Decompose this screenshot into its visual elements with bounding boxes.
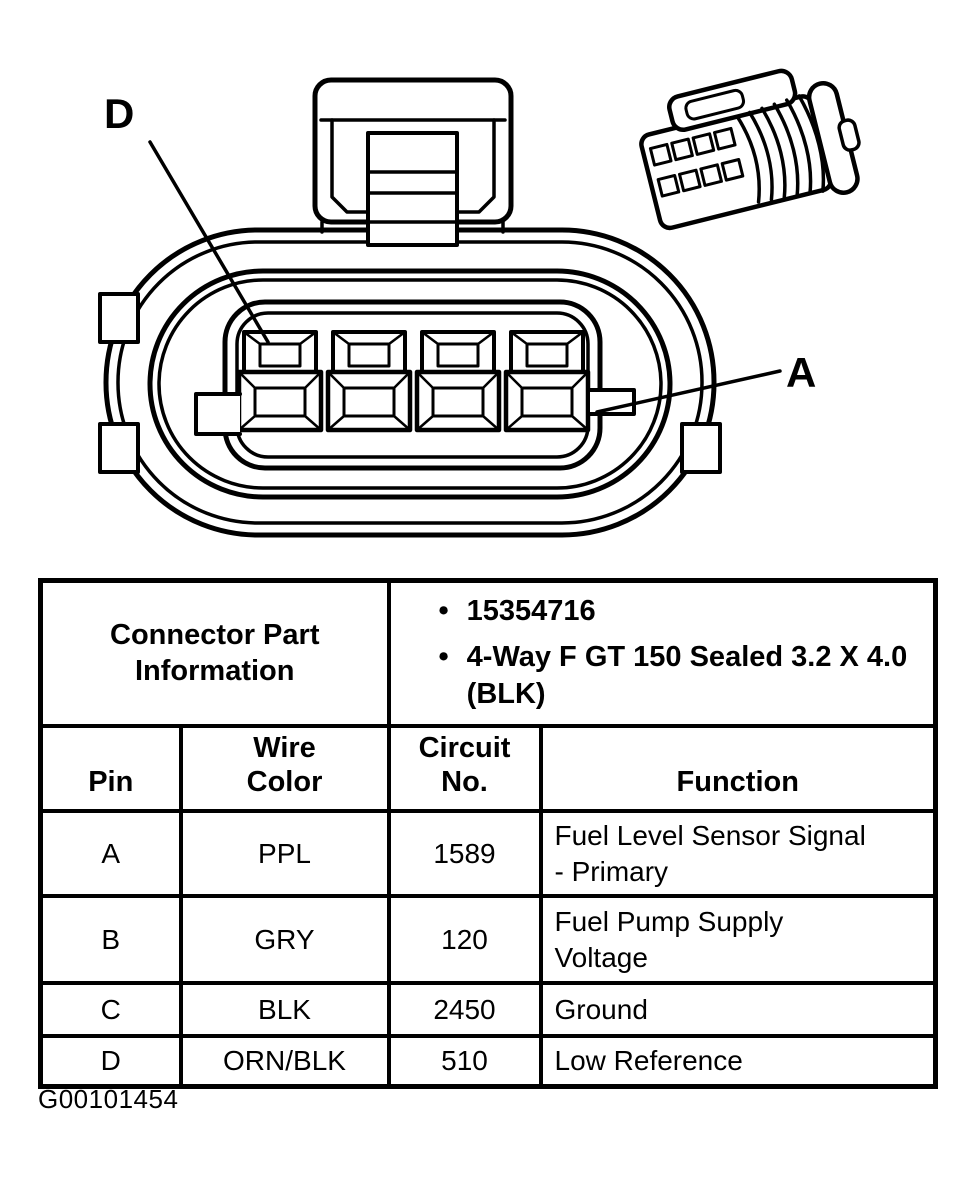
wire-color-cell: BLK <box>178 981 391 1039</box>
left-key-tab <box>194 392 242 436</box>
wire-color-cell: PPL <box>178 809 391 899</box>
latch-tab <box>312 77 514 247</box>
bullet-icon: • <box>438 595 449 627</box>
column-header-row: Pin Wire Color Circuit No. Function <box>38 724 938 814</box>
function-cell: Fuel Level Sensor Signal - Primary <box>538 809 938 899</box>
3d-seal-ribs <box>735 94 826 204</box>
bullet-icon: • <box>438 640 449 673</box>
wire-color-cell: GRY <box>178 894 391 986</box>
circuit-no-cell: 510 <box>386 1034 543 1089</box>
circuit-no-cell: 1589 <box>386 809 543 899</box>
terminal-d-label: D <box>104 90 134 137</box>
terminal-cavity-a <box>503 330 591 433</box>
function-cell: Low Reference <box>538 1034 938 1089</box>
column-header-function: Function <box>538 724 938 814</box>
pin-cell: B <box>38 894 183 986</box>
table-row-pin-c: C BLK 2450 Ground <box>38 981 938 1039</box>
part-info-details-cell: • 15354716 • 4-Way F GT 150 Sealed 3.2 X… <box>386 578 938 729</box>
part-info-row: Connector Part Information • 15354716 • … <box>38 578 938 729</box>
part-info-title: Connector Part Information <box>110 619 320 687</box>
pin-cell: C <box>38 981 183 1039</box>
circuit-no-cell: 2450 <box>386 981 543 1039</box>
connector-3d-view <box>639 68 861 231</box>
pin-cell: A <box>38 809 183 899</box>
terminal-a-label: A <box>786 349 816 396</box>
3d-end-nub <box>837 118 861 152</box>
part-description: 4-Way F GT 150 Sealed 3.2 X 4.0 (BLK) <box>466 640 908 711</box>
table-row-pin-a: A PPL 1589 Fuel Level Sensor Signal - Pr… <box>38 809 938 899</box>
table-row-pin-b: B GRY 120 Fuel Pump Supply Voltage <box>38 894 938 986</box>
figure-id: G00101454 <box>38 1084 179 1114</box>
connector-face-diagram: D A <box>98 68 861 538</box>
part-description-item: • 4-Way F GT 150 Sealed 3.2 X 4.0 (BLK) <box>439 639 926 714</box>
part-number-item: • 15354716 <box>439 593 926 631</box>
terminal-cavity-b <box>414 330 502 433</box>
column-header-wire-color: Wire Color <box>178 724 391 814</box>
leader-line-a <box>595 369 782 414</box>
3d-terminal-grid <box>648 126 745 198</box>
terminal-cavity-d <box>236 330 324 433</box>
wire-color-cell: ORN/BLK <box>178 1034 391 1089</box>
terminal-cavity-c <box>325 330 413 433</box>
housing-notches <box>98 292 722 474</box>
column-header-pin: Pin <box>38 724 183 814</box>
part-info-title-cell: Connector Part Information <box>38 578 391 729</box>
pin-cell: D <box>38 1034 183 1089</box>
column-header-circuit-no: Circuit No. <box>386 724 543 814</box>
function-cell: Ground <box>538 981 938 1039</box>
connector-pinout-table: Connector Part Information • 15354716 • … <box>38 578 938 1089</box>
circuit-no-cell: 120 <box>386 894 543 986</box>
function-cell: Fuel Pump Supply Voltage <box>538 894 938 986</box>
terminal-cavities <box>236 330 591 433</box>
table-row-pin-d: D ORN/BLK 510 Low Reference <box>38 1034 938 1089</box>
part-number: 15354716 <box>466 595 596 627</box>
leader-line-d <box>148 140 270 344</box>
